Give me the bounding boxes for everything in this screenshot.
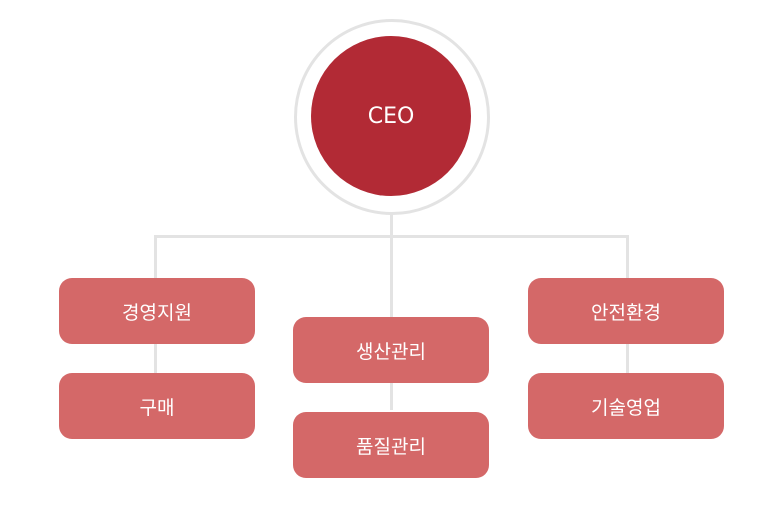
node-quality[interactable]: 품질관리 [293,412,489,478]
connector-ceo-down [390,210,393,410]
node-production[interactable]: 생산관리 [293,317,489,383]
node-safety-environment[interactable]: 안전환경 [528,278,724,344]
connector-horizontal [154,235,629,238]
node-purchasing[interactable]: 구매 [59,373,255,439]
node-management-support[interactable]: 경영지원 [59,278,255,344]
node-technical-sales[interactable]: 기술영업 [528,373,724,439]
ceo-node[interactable]: CEO [311,36,471,196]
